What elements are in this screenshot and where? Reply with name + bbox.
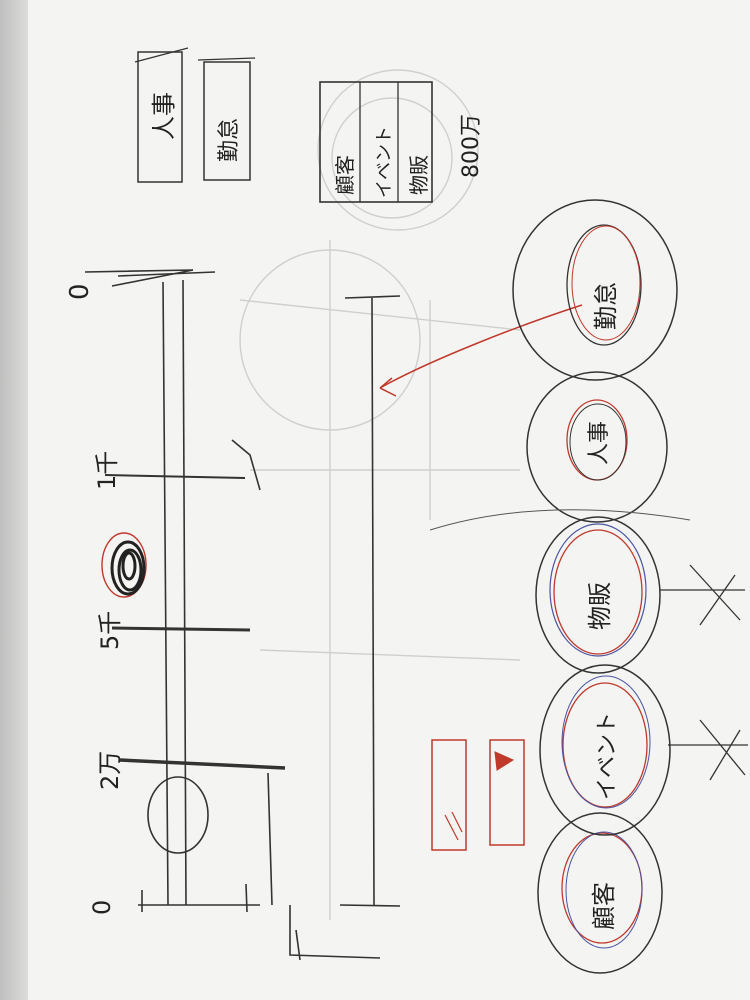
category-item-buppan: 物販: [407, 155, 431, 195]
red-outline-button-1[interactable]: [431, 739, 467, 851]
menu-button-label: 人事: [150, 92, 178, 140]
category-circle-buppan[interactable]: 物販: [535, 516, 661, 674]
circle-label: イベント: [595, 712, 620, 800]
red-outline-button-2[interactable]: [489, 739, 525, 846]
menu-button-jinji[interactable]: 人事: [134, 47, 189, 183]
triangle-play-icon: [494, 751, 515, 771]
tick-label-20k: 2万: [96, 751, 124, 790]
circle-label: 人事: [587, 421, 612, 465]
category-item-event: イベント: [374, 126, 395, 198]
faint-arc-stroke: [429, 509, 691, 531]
category-panel: 顧客 イベント 物販: [319, 81, 433, 203]
range-selection-bracket[interactable]: [339, 295, 401, 907]
collapse-arrow-icon[interactable]: [660, 564, 745, 626]
menu-button-kintai[interactable]: 勤怠: [197, 57, 256, 181]
menu-button-label: 勤怠: [217, 118, 242, 162]
scribbled-marker-icon: [101, 532, 147, 598]
timeline-tick-labels: 0 1千 5千 2万 0: [65, 283, 124, 915]
total-amount-label: 800万: [459, 114, 484, 178]
circle-label: 物販: [586, 582, 614, 630]
red-pointer-arrow: [379, 304, 583, 397]
category-item-kokyaku: 顧客: [333, 155, 357, 195]
collapse-arrow-icon[interactable]: [668, 719, 748, 781]
category-circle-kokyaku[interactable]: 顧客: [537, 812, 663, 974]
circle-label: 顧客: [590, 882, 618, 930]
circle-label: 勤怠: [592, 282, 620, 330]
slider-handle-icon[interactable]: [147, 776, 209, 854]
category-circle-event[interactable]: イベント: [539, 664, 671, 836]
paper-sheet: [28, 0, 750, 1000]
faint-eraser-traces: [239, 69, 521, 920]
tick-label-top: 0: [65, 283, 95, 300]
tick-label-zero: 0: [88, 900, 116, 915]
category-circle-kintai[interactable]: 勤怠: [512, 199, 678, 381]
tick-label-5k: 5千: [96, 611, 124, 650]
tick-label-1k: 1千: [93, 451, 121, 490]
timeline-slider[interactable]: [84, 269, 381, 961]
category-circle-jinji[interactable]: 人事: [526, 371, 668, 523]
